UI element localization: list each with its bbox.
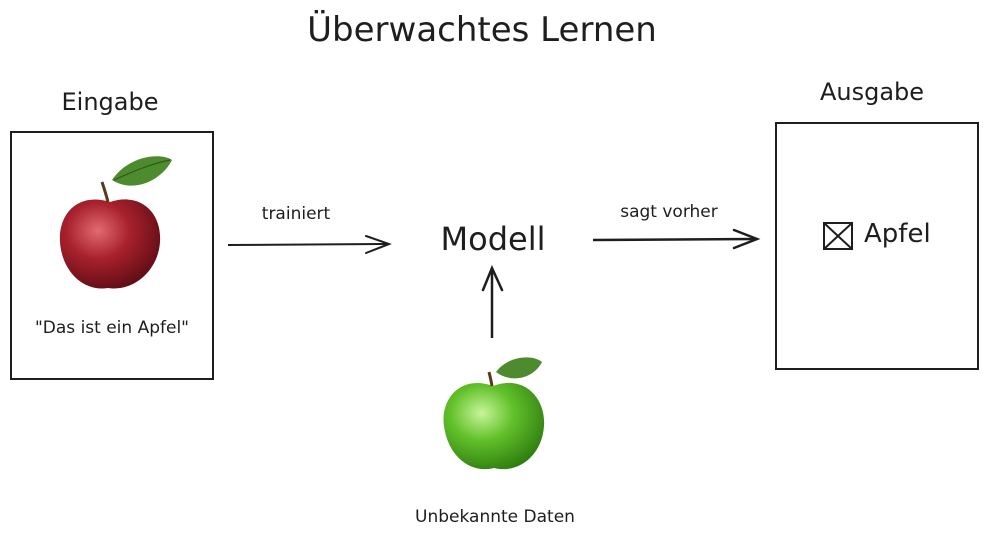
input-heading: Eingabe [61,88,159,116]
predict-edge-label: sagt vorher [620,202,718,222]
output-result: Apfel [864,219,931,249]
input-caption: "Das ist ein Apfel" [34,318,189,338]
output-box [775,122,979,370]
page-title: Überwachtes Lernen [307,10,657,50]
train-edge-label: trainiert [261,204,331,224]
input-box [10,131,214,380]
new-data-caption: Unbekannte Daten [415,507,575,527]
output-heading: Ausgabe [819,78,925,106]
model-label: Modell [440,220,546,258]
